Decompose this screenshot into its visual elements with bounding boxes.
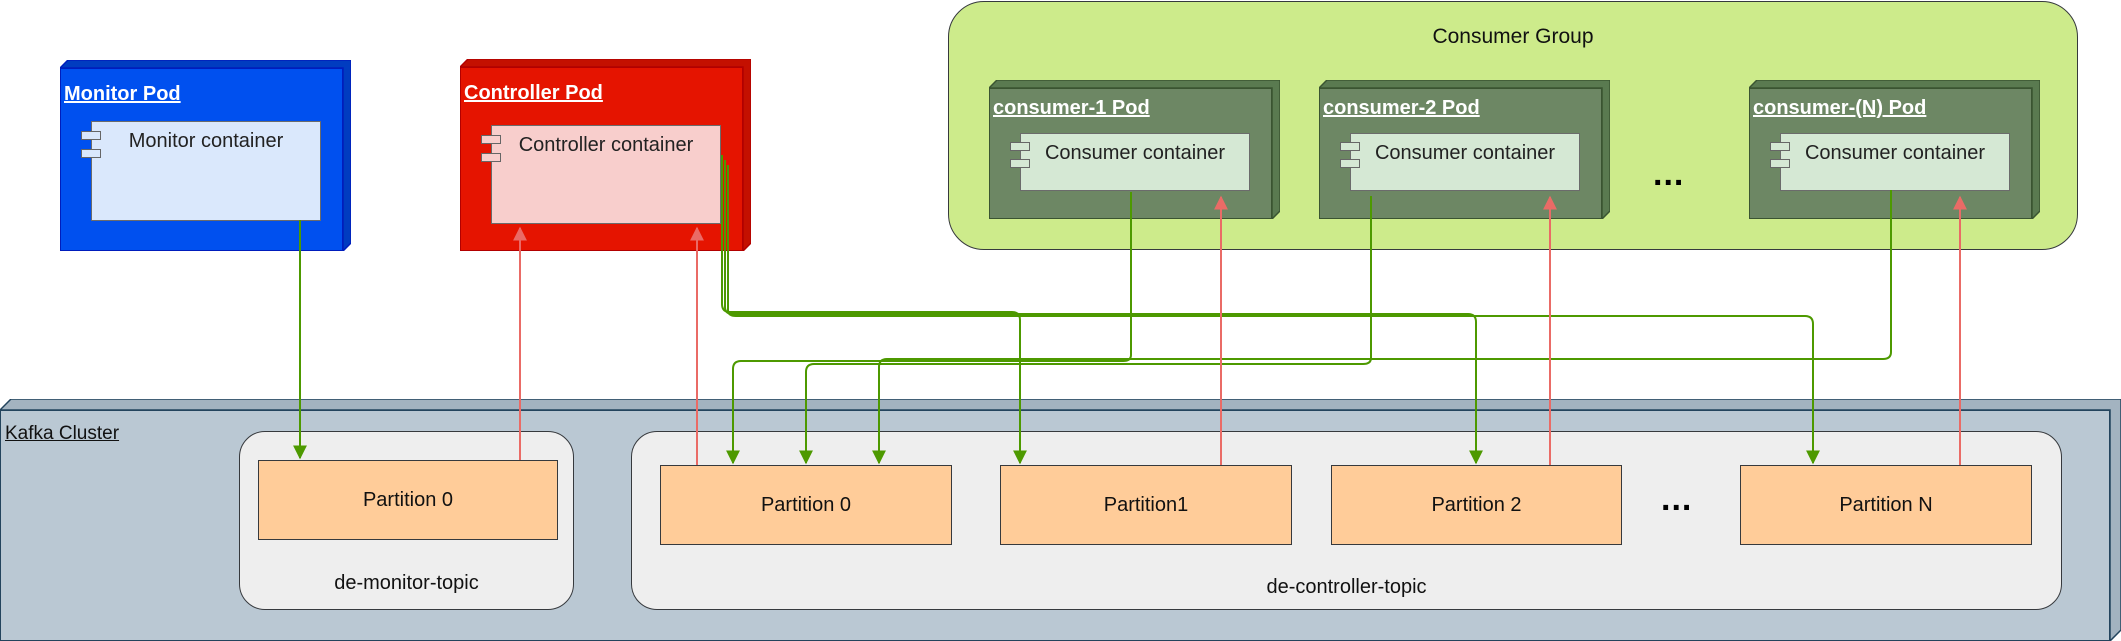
consumer-container-label: Consumer container xyxy=(1374,142,1556,164)
consumer-n-pod-body: consumer-(N) Pod Consumer container xyxy=(1749,88,2032,219)
monitor-container[interactable]: Monitor container xyxy=(91,121,321,221)
controller-produce-partition2-arrow xyxy=(724,160,1483,465)
controller-container[interactable]: Controller container xyxy=(491,125,721,224)
component-tab-icon xyxy=(1010,159,1030,168)
monitor-pod[interactable]: Monitor Pod Monitor container xyxy=(60,60,351,251)
partition-label: Partition 0 xyxy=(362,488,454,511)
kafka-cluster-title: Kafka Cluster xyxy=(5,423,120,444)
controller-container-label: Controller container xyxy=(518,134,694,156)
consumer-n-pod-title: consumer-(N) Pod xyxy=(1753,97,1927,119)
controller-topic-label: de-controller-topic xyxy=(1266,576,1427,598)
component-tab-icon xyxy=(81,131,101,140)
component-tab-icon xyxy=(81,149,101,158)
consumer-2-container[interactable]: Consumer container xyxy=(1350,133,1580,191)
consumer-2-produce-arrow xyxy=(799,196,1372,465)
controller-pod-body: Controller Pod Controller container xyxy=(460,67,743,251)
component-tab-icon xyxy=(1770,159,1790,168)
consumer-n-produce-arrow xyxy=(872,190,1892,465)
consumer-group-title: Consumer Group xyxy=(1432,25,1594,48)
component-tab-icon xyxy=(1340,142,1360,151)
controller-topic-partition-n[interactable]: Partition N xyxy=(1740,465,2032,545)
partition-label: Partition N xyxy=(1839,493,1933,516)
consumer-pod-depth xyxy=(1319,80,1610,219)
controller-topic-partition-2[interactable]: Partition 2 xyxy=(1331,465,1622,545)
controller-pod[interactable]: Controller Pod Controller container xyxy=(460,59,751,251)
component-tab-icon xyxy=(481,135,501,144)
consumer-ellipsis: ... xyxy=(1653,155,1685,193)
consumer-pod-depth xyxy=(1749,80,2040,219)
consumer-1-pod-title: consumer-1 Pod xyxy=(993,97,1150,119)
component-tab-icon xyxy=(1770,142,1790,151)
controller-produce-partitionn-arrow xyxy=(727,165,1820,465)
kafka-cluster-depth xyxy=(0,399,2121,641)
component-tab-icon xyxy=(481,153,501,162)
monitor-topic-partition-0[interactable]: Partition 0 xyxy=(258,460,558,540)
consumer-container-label: Consumer container xyxy=(1044,142,1226,164)
consumer-1-container[interactable]: Consumer container xyxy=(1020,133,1250,191)
partition-ellipsis: ... xyxy=(1661,480,1693,518)
monitor-pod-depth xyxy=(60,60,351,251)
monitor-container-label: Monitor container xyxy=(128,130,284,152)
controller-pod-depth xyxy=(460,59,751,251)
monitor-pod-body: Monitor Pod Monitor container xyxy=(60,68,343,251)
monitor-topic-label: de-monitor-topic xyxy=(334,572,479,594)
controller-produce-partition1-arrow xyxy=(721,155,1027,465)
partition-label: Partition 2 xyxy=(1431,493,1522,516)
partition-label: Partition 0 xyxy=(760,493,852,516)
consumer-n-container[interactable]: Consumer container xyxy=(1780,133,2010,191)
consumer-container-label: Consumer container xyxy=(1804,142,1986,164)
partition-label: Partition1 xyxy=(1103,493,1189,516)
controller-pod-title: Controller Pod xyxy=(464,82,603,104)
controller-topic-partition-1[interactable]: Partition1 xyxy=(1000,465,1292,545)
component-tab-icon xyxy=(1010,142,1030,151)
controller-topic-partition-0[interactable]: Partition 0 xyxy=(660,465,952,545)
consumer-1-produce-arrow xyxy=(726,192,1132,465)
consumer-pod-depth xyxy=(989,80,1280,219)
component-tab-icon xyxy=(1340,159,1360,168)
monitor-pod-title: Monitor Pod xyxy=(64,83,181,105)
consumer-2-pod-title: consumer-2 Pod xyxy=(1323,97,1480,119)
consumer-n-pod[interactable]: consumer-(N) Pod Consumer container xyxy=(1749,80,2040,219)
